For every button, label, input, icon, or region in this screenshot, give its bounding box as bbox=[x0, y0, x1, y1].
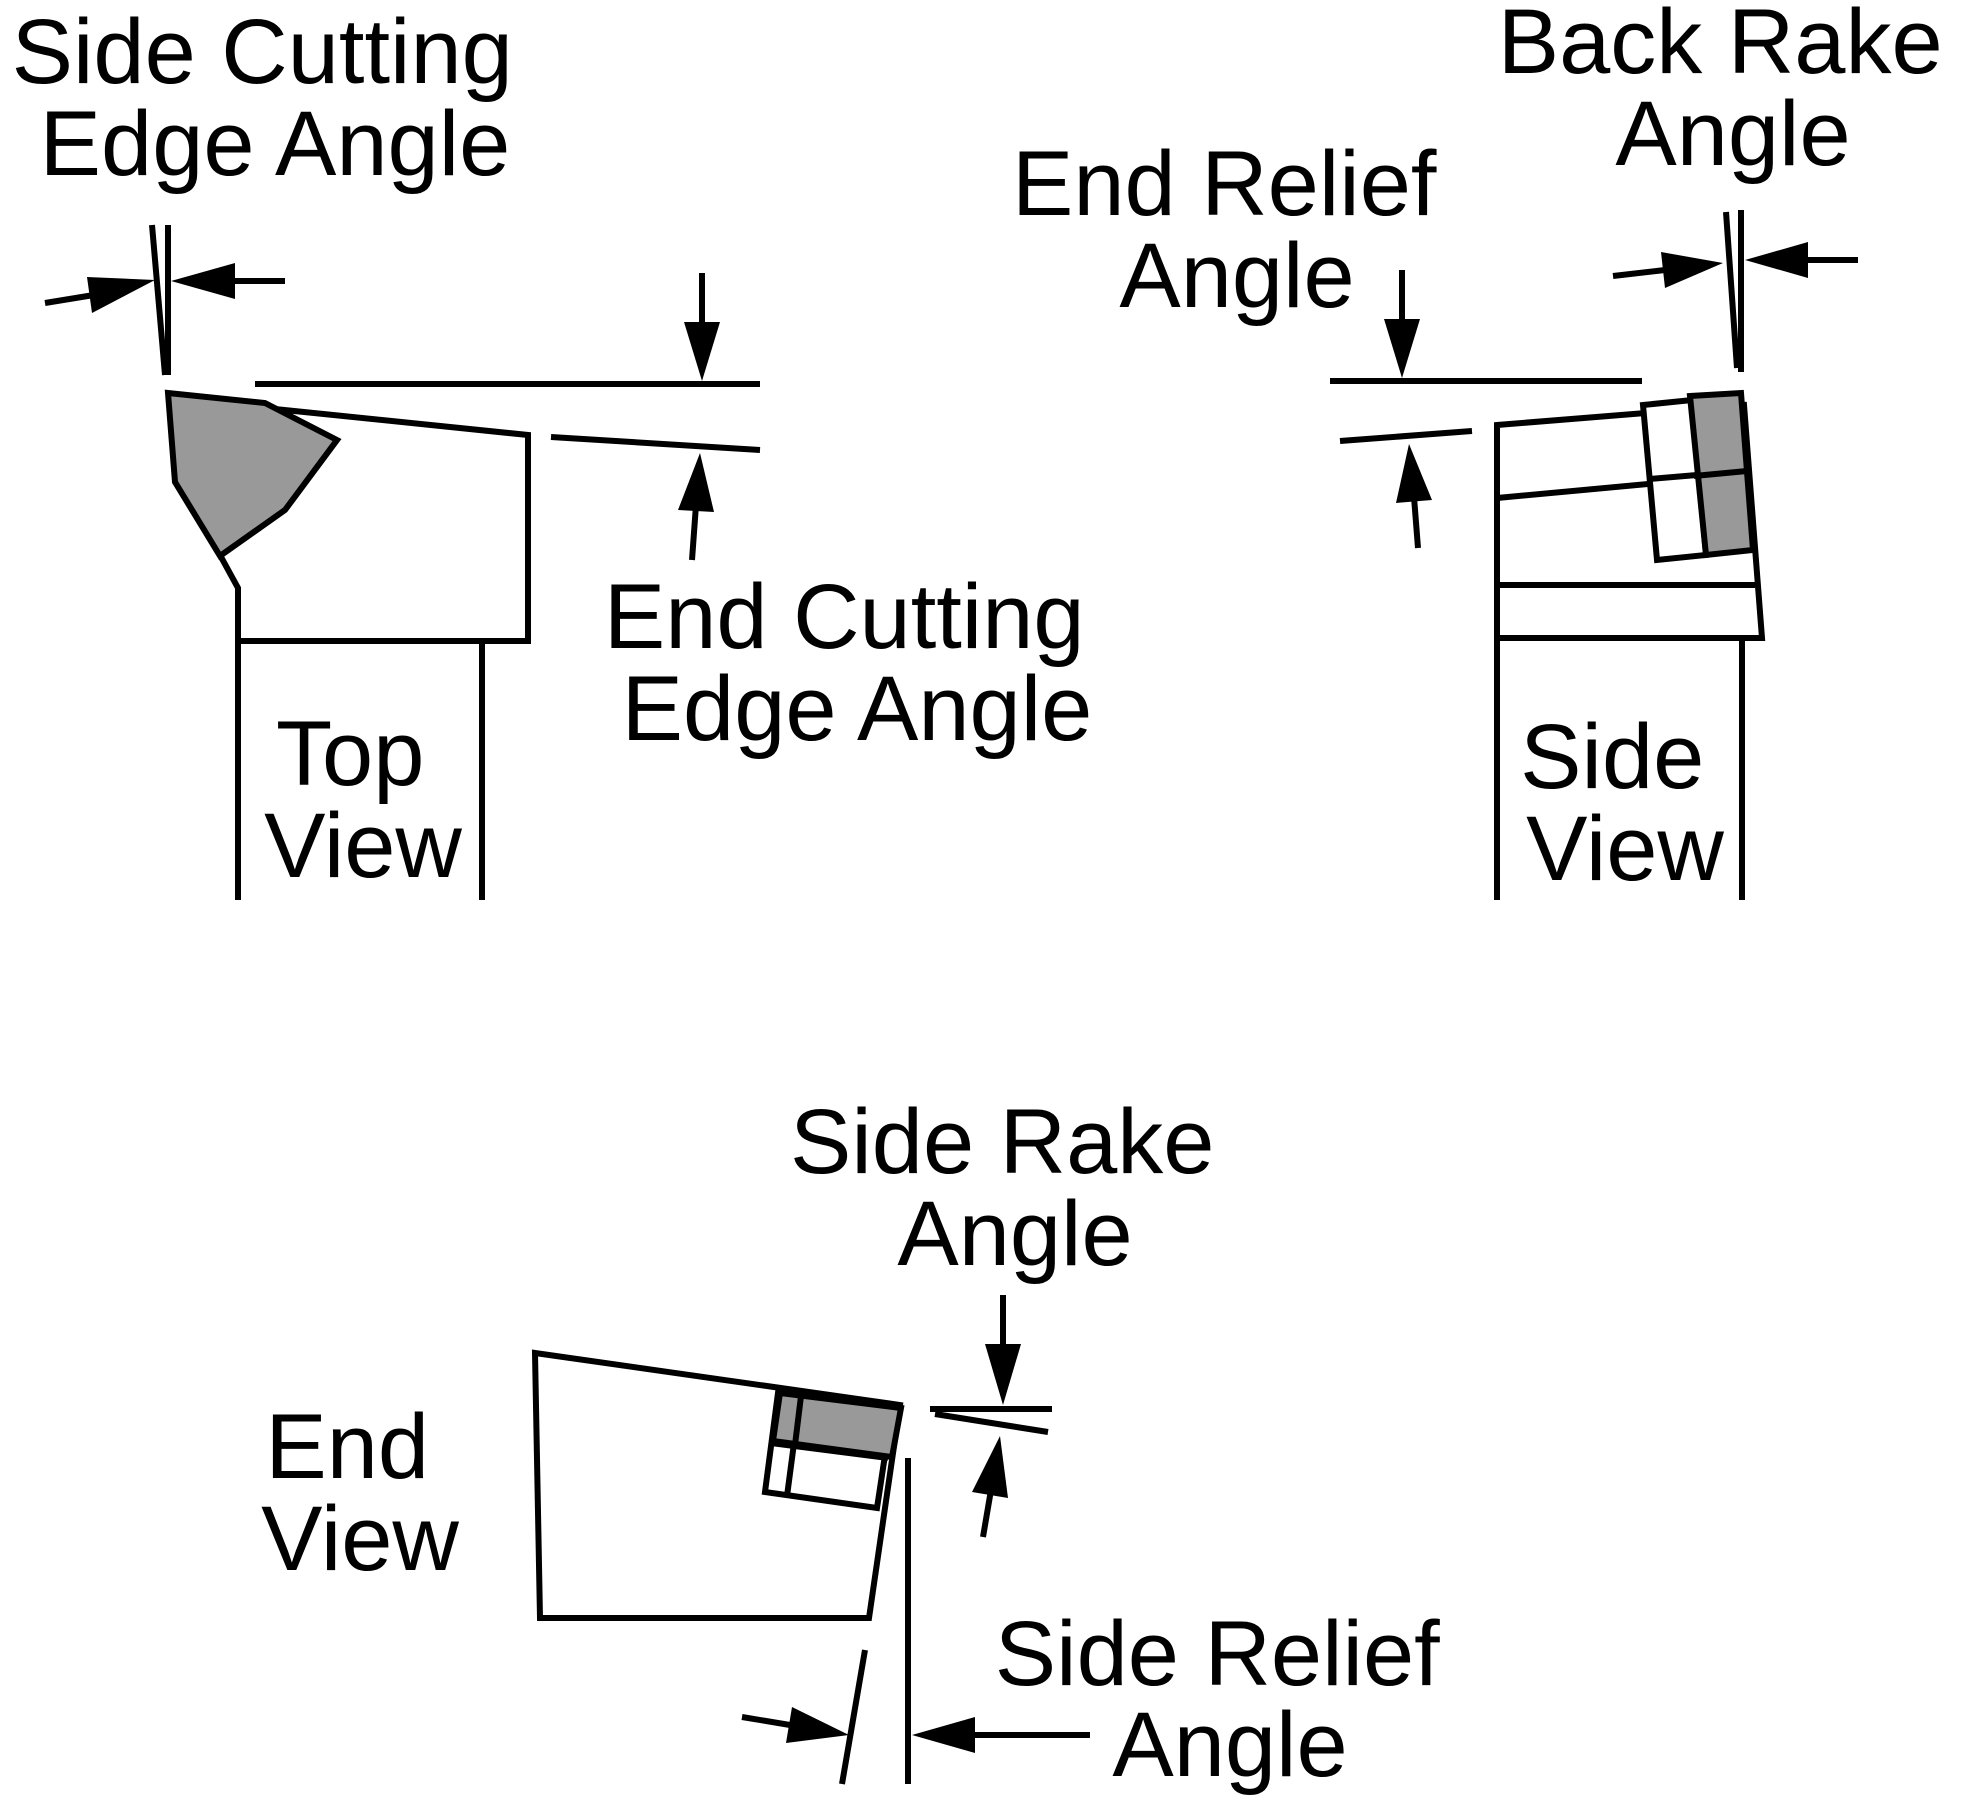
end-relief-down-arrowhead bbox=[1384, 319, 1420, 378]
side-view-label-line1: Side bbox=[1520, 706, 1704, 808]
end-view-insert-divider bbox=[792, 1395, 804, 1446]
side-cutting-edge-right-arrowhead bbox=[171, 263, 235, 299]
end-cutting-edge-up-arrow-shaft bbox=[689, 504, 699, 561]
end-view-label: End View bbox=[261, 1396, 459, 1590]
side-rake-angle-line bbox=[934, 1411, 1049, 1435]
back-rake-angle-line bbox=[1723, 211, 1740, 369]
back-rake-left-arrowhead bbox=[1661, 252, 1723, 288]
top-view-label-line1: Top bbox=[276, 703, 424, 805]
back-rake-angle-label-line2: Angle bbox=[1615, 83, 1850, 185]
end-view: Side Rake Angle End View Side Relief Ang… bbox=[261, 1091, 1465, 1796]
end-relief-up-arrowhead bbox=[1396, 444, 1432, 503]
side-rake-up-arrow-shaft bbox=[980, 1489, 994, 1538]
end-cutting-edge-angle-label-line2: Edge Angle bbox=[622, 658, 1093, 760]
end-cutting-edge-down-arrowhead bbox=[684, 322, 720, 381]
side-relief-right-arrowhead bbox=[912, 1717, 975, 1753]
side-view-label-line2: View bbox=[1526, 798, 1724, 900]
end-view-label-line1: End bbox=[265, 1396, 429, 1498]
back-rake-angle-label: Back Rake Angle bbox=[1498, 0, 1968, 185]
back-rake-left-arrow-shaft bbox=[1612, 267, 1666, 279]
top-view-label: Top View bbox=[264, 703, 462, 897]
end-cutting-edge-angle-line bbox=[550, 434, 761, 453]
side-relief-left-arrow-shaft bbox=[741, 1714, 791, 1728]
side-view-insert-divider bbox=[1693, 468, 1748, 479]
top-view-label-line2: View bbox=[264, 795, 462, 897]
side-rake-down-arrowhead bbox=[985, 1344, 1021, 1405]
end-view-insert bbox=[769, 1389, 905, 1461]
side-rake-angle-label-line1: Side Rake bbox=[790, 1091, 1214, 1193]
side-cutting-edge-angle-label-line1: Side Cutting bbox=[12, 1, 513, 103]
side-view-label: Side View bbox=[1520, 706, 1730, 900]
end-cutting-edge-angle-label-line1: End Cutting bbox=[604, 566, 1085, 668]
end-relief-angle-label: End Relief Angle bbox=[1012, 133, 1462, 327]
side-cutting-edge-angle-label-line2: Edge Angle bbox=[40, 93, 511, 195]
end-cutting-edge-up-arrowhead bbox=[678, 453, 714, 512]
side-cutting-edge-angle-line bbox=[149, 224, 168, 376]
end-cutting-edge-angle-label: End Cutting Edge Angle bbox=[604, 566, 1110, 760]
top-view: Side Cutting Edge Angle End Cutting Edge… bbox=[12, 1, 1110, 900]
side-rake-angle-label-line2: Angle bbox=[897, 1183, 1132, 1285]
end-relief-angle-label-line1: End Relief bbox=[1012, 133, 1437, 235]
side-relief-angle-label-line2: Angle bbox=[1112, 1694, 1347, 1796]
side-rake-angle-label: Side Rake Angle bbox=[790, 1091, 1240, 1285]
side-relief-left-arrowhead bbox=[786, 1707, 849, 1743]
side-rake-up-arrowhead bbox=[972, 1436, 1008, 1498]
back-rake-right-arrowhead bbox=[1745, 242, 1808, 278]
side-cutting-edge-angle-label: Side Cutting Edge Angle bbox=[12, 1, 539, 195]
side-cutting-edge-left-arrowhead bbox=[87, 277, 155, 313]
end-relief-angle-label-line2: Angle bbox=[1119, 225, 1354, 327]
end-relief-up-arrow-shaft bbox=[1411, 496, 1421, 549]
back-rake-angle-label-line1: Back Rake bbox=[1498, 0, 1943, 93]
end-view-label-line2: View bbox=[261, 1488, 459, 1590]
side-view-seat-divider bbox=[1649, 472, 1698, 482]
side-relief-angle-label-line1: Side Relief bbox=[995, 1603, 1440, 1705]
end-relief-angle-line bbox=[1339, 428, 1473, 444]
top-view-insert bbox=[164, 389, 342, 561]
side-view: End Relief Angle Back Rake Angle Side Vi… bbox=[1012, 0, 1968, 900]
side-relief-angle-line bbox=[839, 1649, 868, 1785]
side-relief-angle-label: Side Relief Angle bbox=[995, 1603, 1465, 1796]
